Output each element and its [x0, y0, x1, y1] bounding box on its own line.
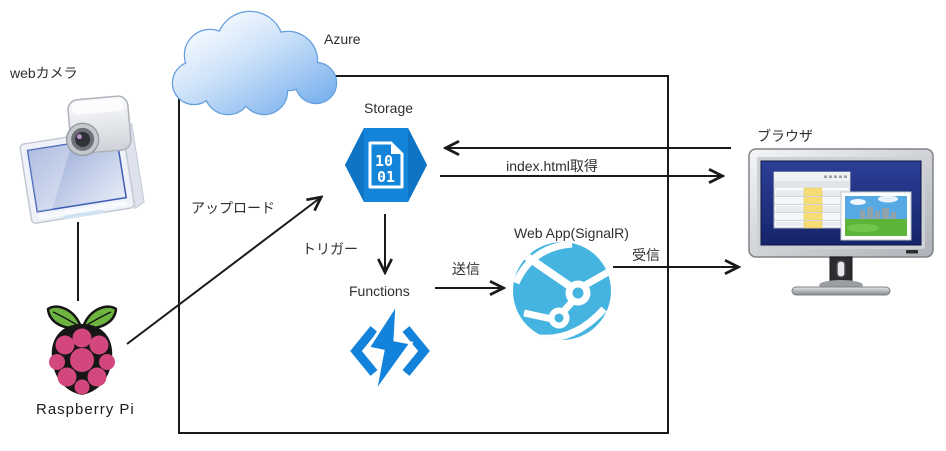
raspberry-pi-icon [46, 305, 118, 395]
azure-boundary-box [178, 75, 669, 434]
functions-label: Functions [349, 283, 410, 299]
webcam-label: webカメラ [10, 65, 78, 81]
sheet-highlight-column [803, 187, 823, 229]
trigger-label: トリガー [302, 241, 358, 257]
storage-document: 10 01 [368, 141, 404, 189]
cloud-body [173, 12, 336, 114]
webcam-icon [19, 95, 145, 224]
web-app-icon [513, 242, 611, 340]
azure-cloud-icon [171, 10, 338, 116]
storage-icon: 10 01 [345, 128, 427, 202]
webcam-camera [65, 95, 132, 157]
functions-icon [350, 302, 430, 394]
arrow-upload [126, 198, 320, 345]
storage-hexagon [345, 128, 427, 202]
azure-label: Azure [324, 31, 361, 47]
raspberry-drupelets [49, 328, 115, 395]
storage-digits-top: 10 [375, 152, 393, 170]
functions-bolt [365, 302, 414, 394]
web-app-label: Web App(SignalR) [514, 225, 629, 241]
receive-label: 受信 [632, 247, 660, 263]
storage-digits-bottom: 01 [377, 168, 395, 186]
functions-brackets [350, 326, 430, 376]
raspberry-pi-label: Raspberry Pi [36, 401, 135, 418]
monitor-stand [791, 256, 891, 296]
send-label: 送信 [452, 261, 480, 277]
upload-label: アップロード [191, 200, 275, 216]
browser-photo [840, 191, 912, 241]
web-app-network [513, 242, 611, 340]
get-index-label: index.html取得 [506, 158, 598, 174]
browser-label: ブラウザ [757, 128, 813, 144]
browser-monitor-icon [748, 148, 934, 296]
storage-label: Storage [364, 100, 414, 116]
browser-sheet-window [773, 171, 851, 229]
